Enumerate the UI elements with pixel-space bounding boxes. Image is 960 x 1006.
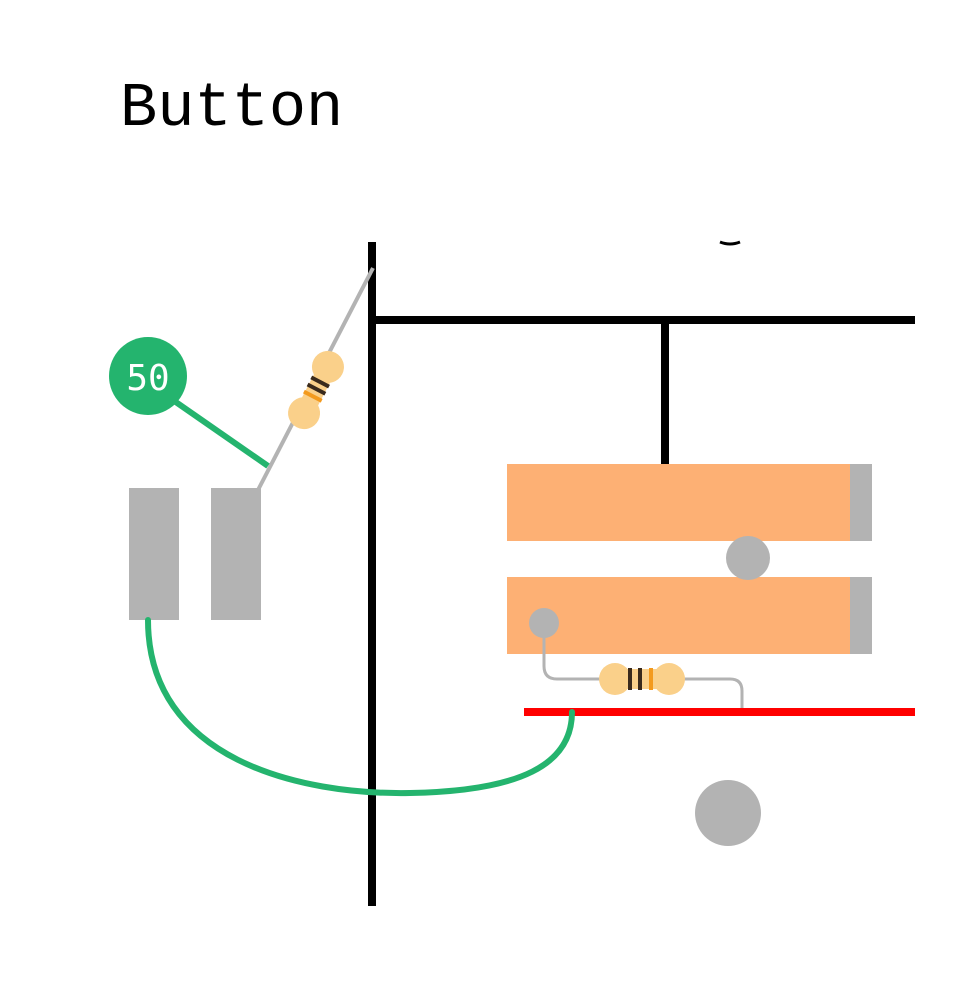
arc-marker [719,240,741,246]
resistor-bottom-band-3 [649,668,653,690]
resistor-left[interactable] [282,345,349,434]
curved-jumper-wire [145,617,575,797]
button-top-end-cap [850,464,872,541]
resistor-left-band-2 [306,382,327,396]
pin-badge-label: 50 [126,358,169,399]
button-top-body[interactable] [507,464,851,541]
resistor-bottom-end-a [599,663,631,695]
button-bottom-body[interactable] [507,577,851,654]
resistor-bottom[interactable] [599,663,685,695]
resistor-bottom-band-2 [638,668,642,690]
ground-pad[interactable] [695,780,761,846]
resistor-bottom-band-1 [628,668,632,690]
button-contact-dot[interactable] [726,536,770,580]
pin-badge[interactable]: 50 [109,337,187,415]
button-bottom-end-cap [850,577,872,654]
resistor-left-band-3 [302,389,323,403]
pin-pad-right[interactable] [211,488,261,620]
pin-pad-left[interactable] [129,488,179,620]
resistor-bottom-end-b [653,663,685,695]
resistor-left-end-a [311,350,344,383]
resistor-left-end-b [288,397,321,430]
pin-badge-circle [109,337,187,415]
pin-jumper-wire [168,395,270,469]
resistor-left-band-1 [310,375,330,389]
page-title: Button [120,73,344,144]
